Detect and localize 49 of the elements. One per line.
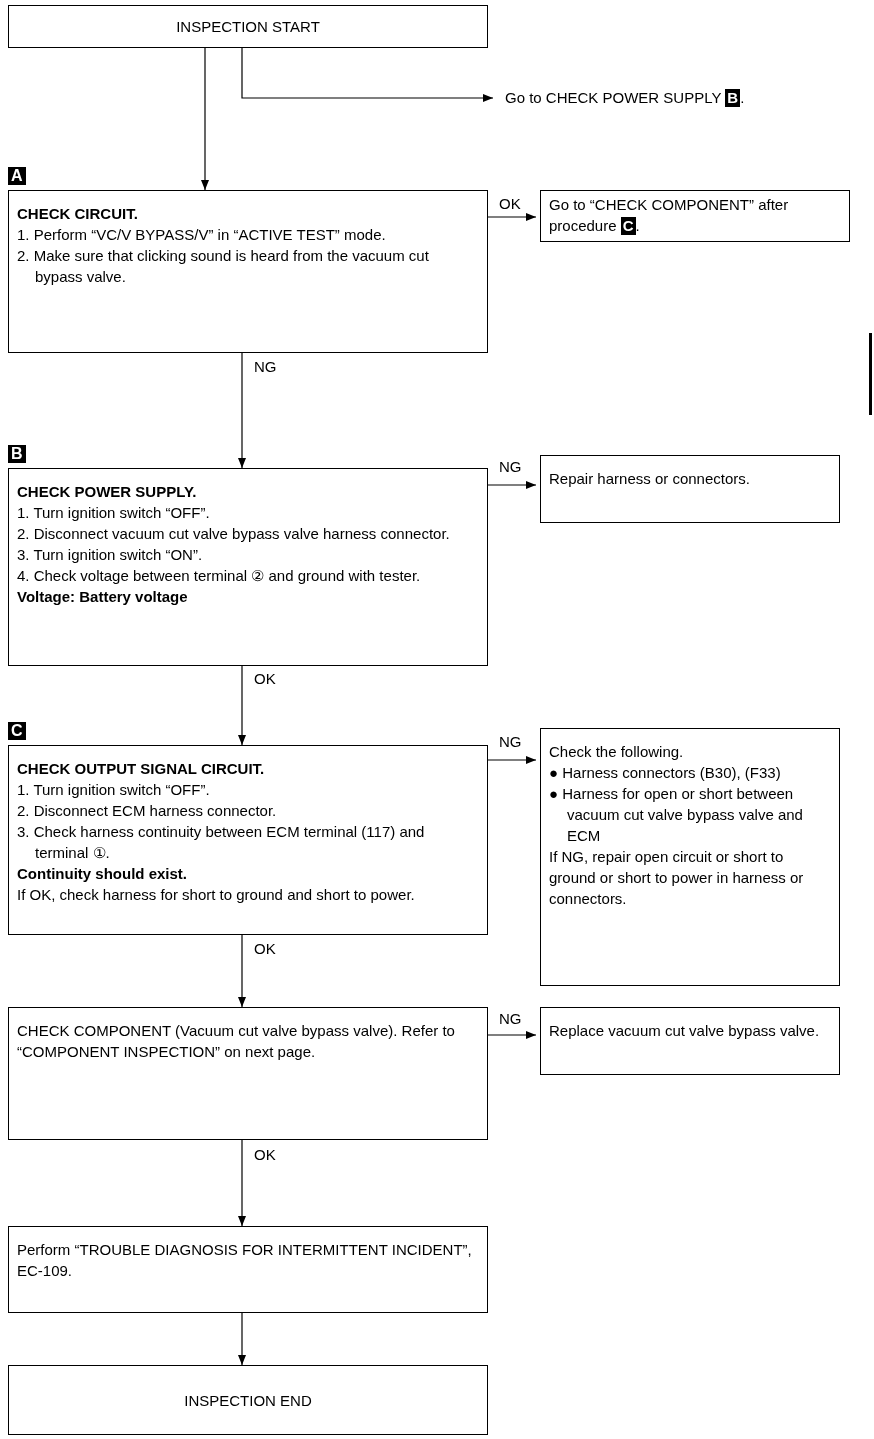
step-text: CHECK COMPONENT (Vacuum cut valve bypass valve). Refer to “COMPONENT INSPECTION” on next page. [17, 1021, 456, 1062]
arrow [238, 1139, 246, 1227]
process-box: Go to “CHECK COMPONENT” after procedure C. [540, 190, 850, 242]
arrow [241, 47, 494, 102]
process-box [8, 1007, 488, 1140]
step-heading: CHECK POWER SUPPLY. [17, 482, 198, 502]
step-text: ● Harness for open or short between vacuum cut valve bypass valve and ECM [549, 784, 804, 846]
arrow [487, 756, 537, 764]
process-box [8, 1226, 488, 1313]
step-text: Perform “TROUBLE DIAGNOSIS FOR INTERMITTENT INCIDENT”, EC-109. [17, 1240, 473, 1281]
step-text: Go to CHECK POWER SUPPLY B. [497, 84, 869, 134]
process-box [540, 1007, 840, 1075]
step-text: ● Harness connectors (B30), (F33) [549, 763, 782, 783]
step-text: Check the following. [549, 742, 685, 762]
section-marker: C [8, 722, 26, 740]
arrow [238, 352, 246, 469]
terminal-box: INSPECTION START [8, 5, 488, 48]
step-text: Continuity should exist. [17, 864, 188, 884]
step-heading: CHECK CIRCUIT. [17, 204, 139, 224]
step-text: Voltage: Battery voltage [17, 587, 189, 607]
step-text: Repair harness or connectors. [549, 469, 751, 489]
step-text: 1. Perform “VC/V BYPASS/V” in “ACTIVE TEST” mode. [17, 225, 387, 245]
arrow [487, 213, 537, 221]
arrow [487, 481, 537, 489]
step-text: 1. Turn ignition switch “OFF”. [17, 503, 211, 523]
arrow [238, 1312, 246, 1366]
step-text: If OK, check harness for short to ground and short to power. [17, 885, 416, 905]
step-text: If NG, repair open circuit or short to ground or short to power in harness or connectors. [549, 847, 805, 909]
process-box [8, 745, 488, 935]
process-box [8, 190, 488, 353]
step-text: 2. Disconnect vacuum cut valve bypass valve harness connector. [17, 524, 451, 544]
step-text: Replace vacuum cut valve bypass valve. [549, 1021, 821, 1041]
section-marker: B [8, 445, 26, 463]
step-text: 2. Disconnect ECM harness connector. [17, 801, 278, 821]
arrow [487, 1031, 537, 1039]
arrow [238, 934, 246, 1008]
step-text: 2. Make sure that clicking sound is heard from the vacuum cut bypass valve. [17, 246, 430, 287]
process-box [540, 728, 840, 986]
step-text: 3. Check harness continuity between ECM terminal (117) and terminal ①. [17, 822, 426, 863]
step-text: 3. Turn ignition switch “ON”. [17, 545, 204, 565]
step-text: 1. Turn ignition switch “OFF”. [17, 780, 211, 800]
arrow [201, 47, 209, 191]
process-box [540, 455, 840, 523]
arrow [238, 665, 246, 746]
section-marker: A [8, 167, 26, 185]
process-box [8, 468, 488, 666]
step-heading: CHECK OUTPUT SIGNAL CIRCUIT. [17, 759, 266, 779]
step-text: 4. Check voltage between terminal ② and ground with tester. [17, 566, 422, 586]
terminal-box: INSPECTION END [8, 1365, 488, 1435]
